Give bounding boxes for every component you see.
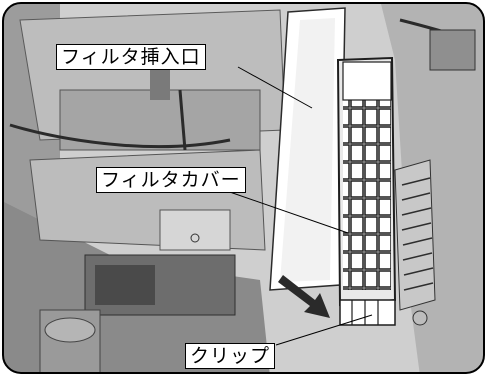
callout-filter-cover: フィルタカバー (96, 167, 246, 193)
callout-filter-inlet: フィルタ挿入口 (56, 44, 206, 70)
callout-clip: クリップ (185, 343, 276, 369)
